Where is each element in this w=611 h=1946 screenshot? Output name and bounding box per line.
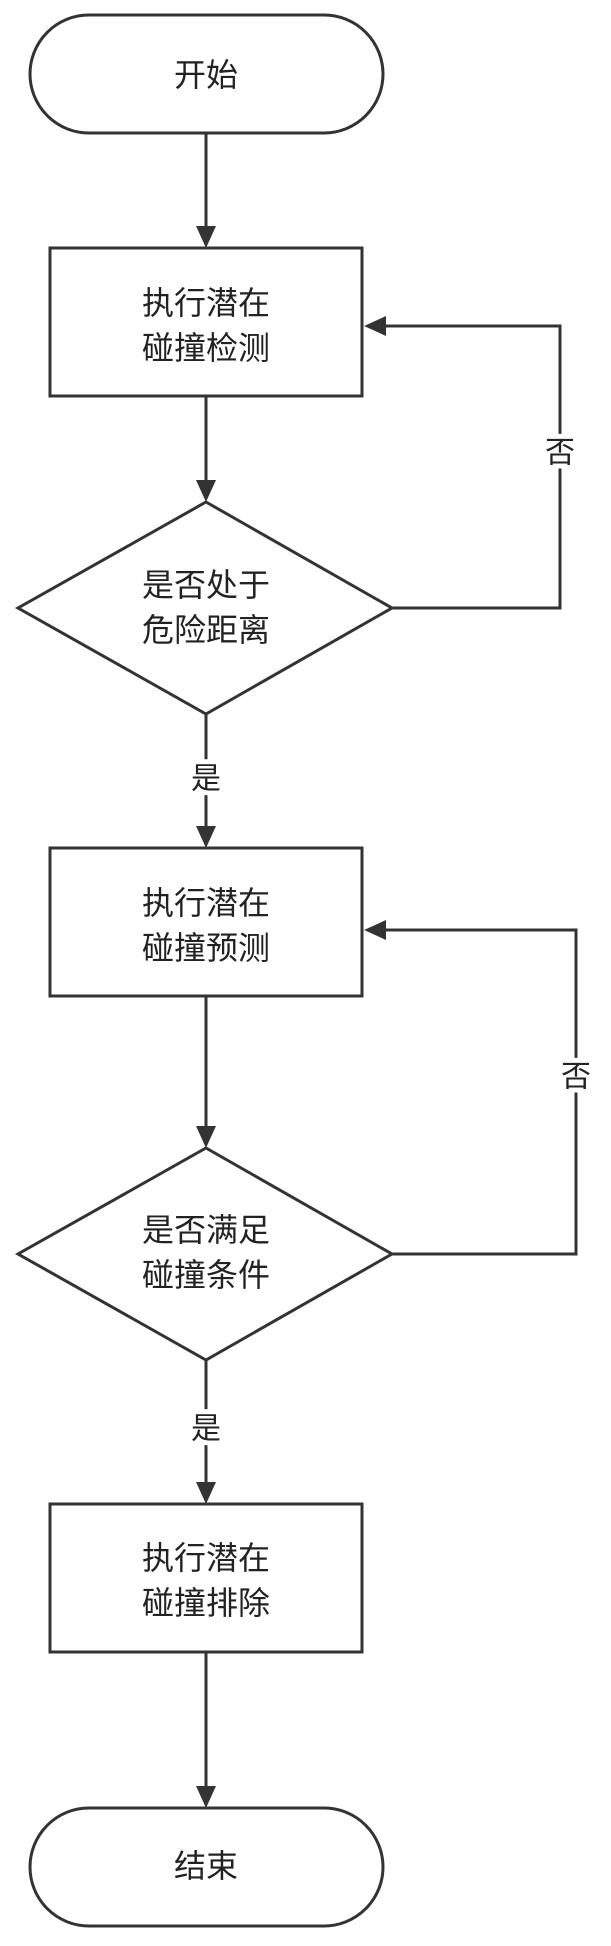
danger-decision-line1: 是否处于	[142, 566, 270, 604]
condition-decision-node: 是否满足 碰撞条件	[14, 1146, 396, 1362]
danger-decision-node: 是否处于 危险距离	[14, 500, 396, 716]
predict-process-node: 执行潜在 碰撞预测	[48, 846, 364, 998]
detect-process-node: 执行潜在 碰撞检测	[48, 246, 364, 398]
danger-yes-label: 是	[191, 762, 221, 797]
detect-label-line2: 碰撞检测	[142, 329, 270, 367]
edge-condition-yes	[196, 1360, 216, 1504]
detect-label-line1: 执行潜在	[142, 284, 270, 322]
start-node: 开始	[28, 13, 385, 135]
edge-start-to-detect	[196, 133, 216, 248]
condition-no-label: 否	[561, 1060, 591, 1095]
edge-exclude-to-end	[196, 1652, 216, 1808]
edge-predict-to-condition	[196, 996, 216, 1148]
edge-danger-yes	[196, 714, 216, 848]
condition-decision-line2: 碰撞条件	[142, 1256, 270, 1294]
condition-decision-line1: 是否满足	[142, 1211, 270, 1249]
condition-yes-label: 是	[191, 1412, 221, 1447]
exclude-label-line2: 碰撞排除	[142, 1584, 270, 1622]
edge-condition-no-loop	[364, 920, 578, 1256]
predict-label-line2: 碰撞预测	[142, 929, 270, 967]
edge-danger-no-loop	[364, 316, 562, 610]
end-node: 结束	[28, 1806, 385, 1928]
predict-label-line1: 执行潜在	[142, 884, 270, 922]
exclude-process-node: 执行潜在 碰撞排除	[48, 1502, 364, 1654]
exclude-label-line1: 执行潜在	[142, 1539, 270, 1577]
danger-decision-line2: 危险距离	[142, 611, 270, 649]
end-label: 结束	[174, 1847, 238, 1885]
start-label: 开始	[174, 56, 238, 94]
edge-detect-to-danger	[196, 396, 216, 502]
danger-no-label: 否	[545, 436, 575, 471]
